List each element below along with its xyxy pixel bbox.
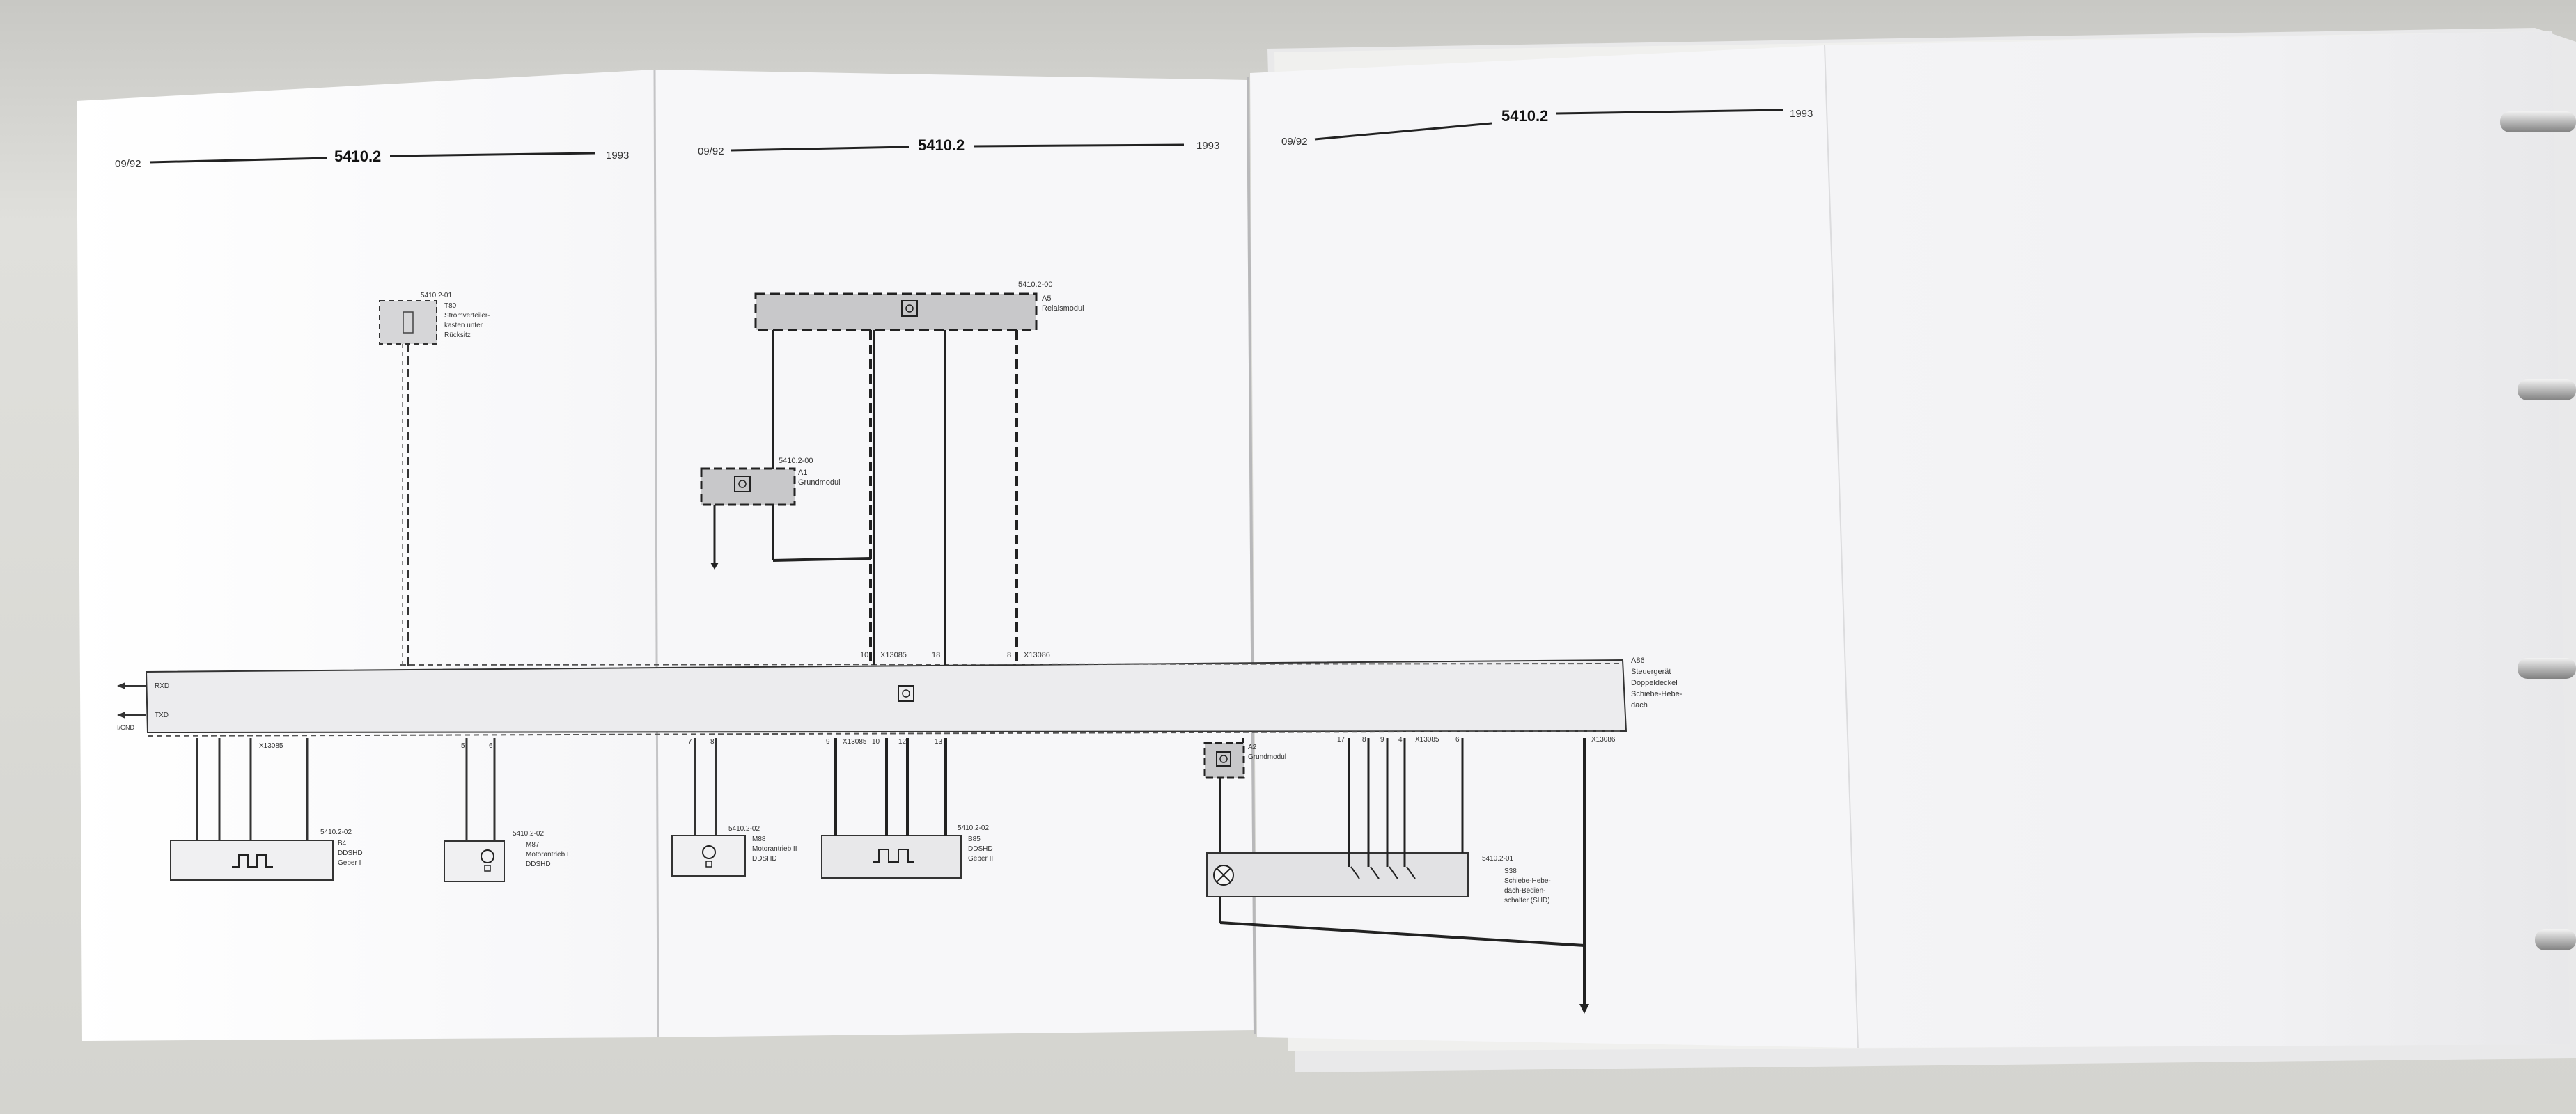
a86-id: A86 [1631,657,1645,665]
motor-m87: 5 6 5410.2-02 M87 Motorantrieb I DDSHD [444,738,569,882]
m87-line2: DDSHD [526,861,551,868]
b85-line2: Geber II [968,855,993,863]
a5-name: Relaismodul [1042,304,1084,313]
t80-ref: 5410.2-01 [421,292,452,299]
b85-id: B85 [968,836,981,843]
small-id: A2 [1248,744,1257,751]
header-left-date: 09/92 [115,158,141,170]
pin-top-10: 10 [860,651,868,659]
m88-line1: Motorantrieb II [752,845,797,853]
pin-m-6: 6 [489,742,493,750]
pin-b-12: 12 [898,738,907,746]
t80-id: T80 [444,302,457,310]
header-left-code: 5410.2 [334,148,381,165]
a86-line1: Steuergerät [1631,668,1671,676]
side-rxd: RXD [155,682,169,690]
m88-line2: DDSHD [752,855,777,863]
binder-rings [2500,111,2576,950]
header-left: 09/92 5410.2 1993 [115,148,629,170]
sensor-b85: 9 X13085 10 12 13 5410.2-02 B85 DDSHD Ge… [821,738,993,879]
switch-s38: 17 8 9 4 X13085 6 X13086 5410.2-01 S38 S… [1206,736,1616,1014]
conn-b4: X13085 [259,742,283,750]
pin-r-9: 9 [1380,736,1384,744]
pin-top-18: 18 [932,651,940,659]
t80-line1: Stromverteiler- [444,312,490,320]
header-right-date: 09/92 [1281,136,1308,148]
b4-id: B4 [338,840,347,847]
fold-left [653,69,659,1038]
header-right: 09/92 5410.2 1993 [1281,107,1813,148]
pin-r-6: 6 [1455,736,1460,744]
header-mid-date: 09/92 [698,146,724,157]
s38-id: S38 [1504,868,1517,875]
m87-id: M87 [526,841,540,849]
page-right-blank [1825,31,2570,1048]
m88-id: M88 [752,836,766,843]
m87-ref: 5410.2-02 [513,830,544,838]
a1-name: Grundmodul [798,478,841,487]
small-module-right: A2 Grundmodul [1203,738,1286,856]
m88-ref: 5410.2-02 [728,825,760,833]
header-left-year: 1993 [606,150,629,162]
a86-line3: Schiebe-Hebe- [1631,690,1683,698]
t80-line2: kasten unter [444,322,483,329]
pin-b-9: 9 [826,738,830,746]
a86-line4: dach [1631,701,1648,709]
small-name: Grundmodul [1248,753,1286,761]
pin-m-7: 7 [688,738,692,746]
s38-line3: schalter (SHD) [1504,897,1550,904]
a86-line2: Doppeldeckel [1631,679,1678,687]
b4-line2: Geber I [338,859,361,867]
pin-b-10: 10 [872,738,880,746]
conn-top-2: X13086 [1024,651,1050,659]
header-right-code: 5410.2 [1501,107,1548,125]
s38-line2: dach-Bedien- [1504,887,1545,895]
pin-r-8: 8 [1362,736,1366,744]
fold-right [1824,45,1859,1049]
pin-m-8: 8 [710,738,715,746]
conn-top-1: X13085 [880,651,907,659]
conn-s38-2: X13086 [1591,736,1616,744]
s38-ref: 5410.2-01 [1482,855,1513,863]
side-signals: RXD TXD I/GND [117,682,169,731]
basic-module-a1: 5410.2-00 A1 Grundmodul [700,457,841,570]
b4-line1: DDSHD [338,849,363,857]
m87-line1: Motorantrieb I [526,851,569,858]
conn-s38-1: X13085 [1415,736,1439,744]
b85-line1: DDSHD [968,845,993,853]
header-mid-year: 1993 [1196,140,1219,152]
s38-line1: Schiebe-Hebe- [1504,877,1551,885]
a1-id: A1 [798,469,807,477]
relay-module-a5: 5410.2-00 A5 Relaismodul 10 X13085 18 8 … [754,281,1084,665]
t80-line3: Rücksitz [444,331,471,339]
motor-m88: 7 8 5410.2-02 M88 Motorantrieb II DDSHD [671,738,797,877]
b85-ref: 5410.2-02 [958,824,989,832]
side-gnd: I/GND [117,724,135,731]
header-right-year: 1993 [1790,108,1813,120]
pin-r-17: 17 [1337,736,1345,744]
pin-r-4: 4 [1398,736,1403,744]
controller-a86: A86 Steuergerät Doppeldeckel Schiebe-Heb… [145,657,1683,737]
header-middle: 09/92 5410.2 1993 [698,136,1219,157]
pin-b-13: 13 [935,738,943,746]
a5-id: A5 [1042,295,1051,303]
a1-ref: 5410.2-00 [779,457,813,465]
page-middle [655,70,1254,1037]
b4-ref: 5410.2-02 [320,829,352,836]
sensor-t80: 5410.2-01 T80 Stromverteiler- kasten unt… [379,292,490,668]
pin-m-5: 5 [461,742,465,750]
pin-top-8: 8 [1007,651,1011,659]
conn-b85: X13085 [843,738,867,746]
sensor-b4: X13085 5410.2-02 B4 DDSHD Geber I [170,738,363,881]
page-right-diagram [1250,45,1859,1048]
side-txd: TXD [155,712,169,719]
page-left [77,70,658,1041]
header-mid-code: 5410.2 [918,136,965,154]
a5-ref: 5410.2-00 [1018,281,1053,289]
